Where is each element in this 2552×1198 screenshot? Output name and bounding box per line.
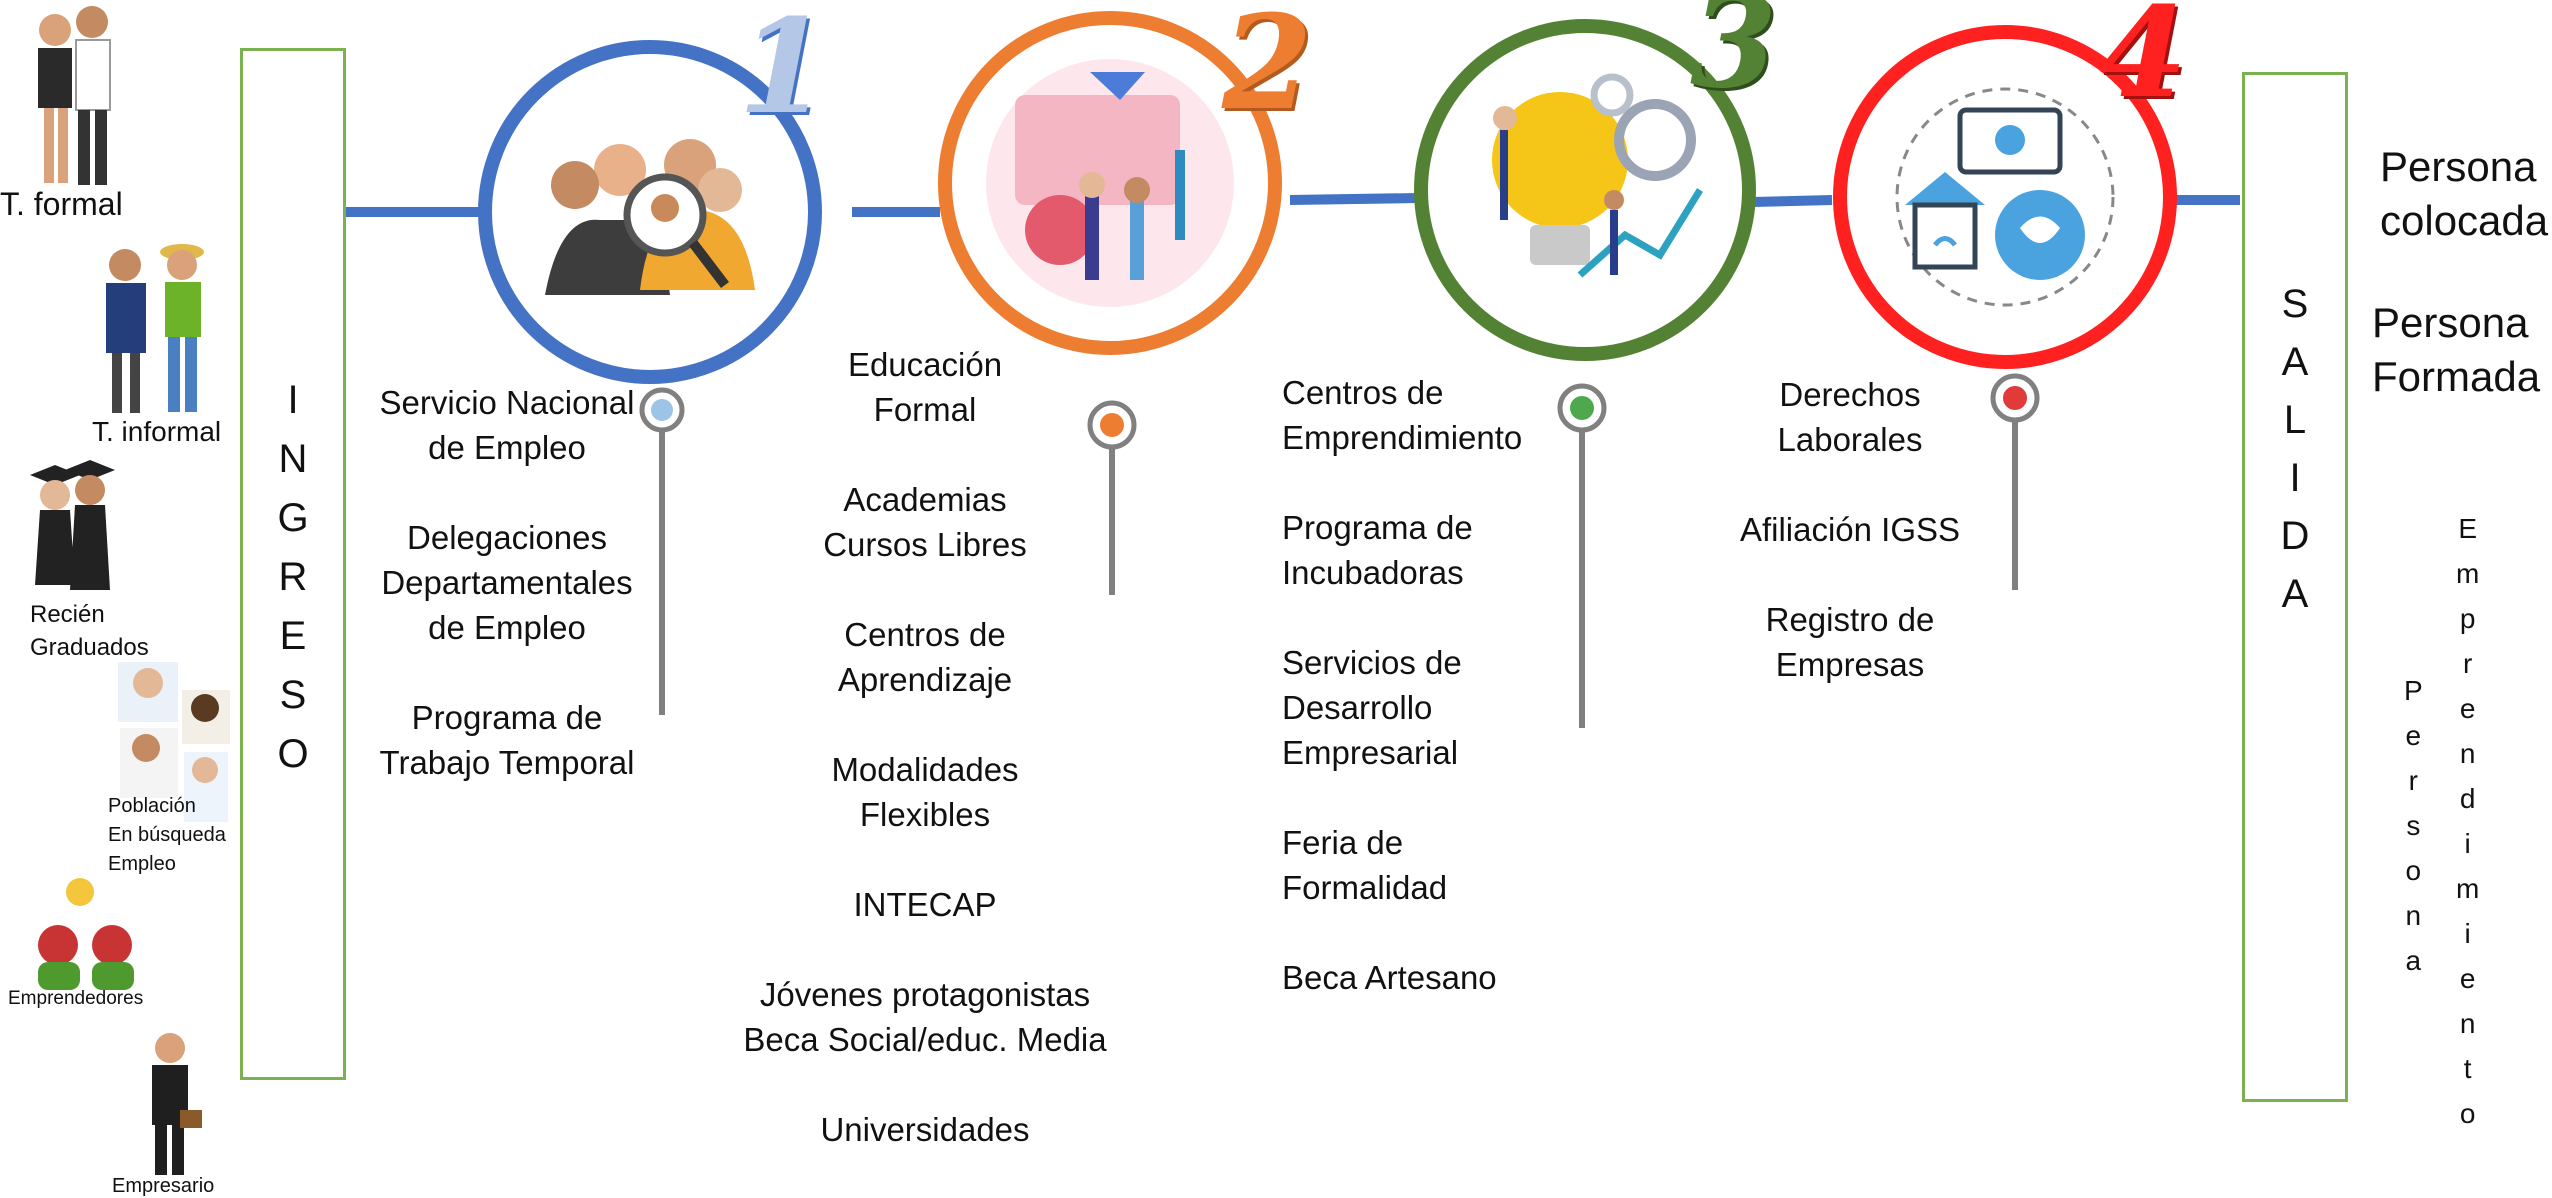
stage4-item: Derechos Laborales: [1777, 376, 1923, 458]
salida-box: S A L I D A: [2242, 72, 2348, 1102]
salida-letter: I: [2289, 456, 2301, 500]
ingreso-letter: R: [278, 555, 308, 599]
salida-letter: L: [2283, 398, 2307, 442]
graduates-icon: [30, 460, 115, 590]
person-label-businessman: Empresario: [112, 1175, 215, 1197]
stage3-item: Feria de Formalidad: [1282, 824, 1448, 906]
emprendimiento-letter: o: [2459, 1098, 2476, 1129]
emprendimiento-letter: i: [2464, 828, 2471, 859]
persona-letter: o: [2405, 855, 2422, 886]
outcome-emprendimiento-vertical: E m p r e n d i m i e n t o: [2456, 506, 2479, 1136]
stage2-item: Centros de Aprendizaje: [837, 616, 1013, 698]
businessman-icon: [152, 1033, 202, 1175]
salida-letter: A: [2281, 572, 2309, 616]
labor-rights-icon: [1895, 87, 2115, 307]
stage2-number: 2: [1222, 0, 1313, 139]
persona-letter: e: [2405, 720, 2422, 751]
ingreso-box: I N G R E S O: [240, 48, 346, 1080]
person-label-informal: T. informal: [92, 416, 222, 447]
salida-letter: S: [2281, 282, 2309, 326]
recruitment-icon: [545, 139, 755, 295]
outcome-persona-formada: Persona Formada: [2372, 299, 2541, 400]
connector-stage2-stage3: [1289, 193, 1419, 205]
stage2-item: Educación Formal: [847, 346, 1003, 428]
emprendimiento-letter: m: [2456, 873, 2480, 904]
emprendimiento-letter: r: [2463, 648, 2473, 679]
emprendimiento-letter: n: [2459, 1008, 2476, 1039]
stage3-number: 3: [1690, 0, 1777, 116]
stage2-item: Jóvenes protagonistas Beca Social/educ. …: [743, 976, 1107, 1058]
stage1-items: Servicio Nacional de Empleo Delegaciones…: [362, 380, 652, 830]
stage2-item: Universidades: [820, 1111, 1030, 1148]
ingreso-letter: O: [277, 732, 309, 776]
formal-workers-icon: [38, 6, 111, 185]
stage2-items: Educación Formal Academias Cursos Libres…: [730, 342, 1120, 1197]
persona-letter: P: [2404, 675, 2423, 706]
salida-letter: A: [2281, 340, 2309, 384]
stage2-item: Modalidades Flexibles: [831, 751, 1019, 833]
emprendimiento-letter: t: [2463, 1053, 2472, 1084]
stage1-item: Programa de Trabajo Temporal: [379, 699, 635, 781]
ingreso-letter: I: [287, 378, 299, 422]
emprendimiento-letter: m: [2456, 558, 2480, 589]
emprendimiento-letter: e: [2459, 963, 2476, 994]
stage1-item: Servicio Nacional de Empleo: [379, 384, 635, 466]
ingreso-letter: S: [279, 673, 307, 717]
stage2-item: INTECAP: [853, 886, 997, 923]
person-label-entrepreneurs: Emprendedores: [8, 988, 144, 1009]
persona-letter: n: [2405, 900, 2422, 931]
stage3-items: Centros de Emprendimiento Programa de In…: [1282, 370, 1582, 1045]
job-seekers-icon: [118, 662, 230, 822]
stage2-item: Academias Cursos Libres: [823, 481, 1027, 563]
outcome-persona-vertical: P e r s o n a: [2404, 668, 2423, 983]
stage4-number: 4: [2100, 0, 2187, 126]
entrepreneurs-icon: [18, 875, 143, 990]
emprendimiento-letter: E: [2458, 513, 2477, 544]
ingreso-letter: G: [277, 496, 309, 540]
persona-letter: r: [2408, 765, 2418, 796]
informal-workers-icon: [106, 244, 204, 413]
person-label-formal: T. formal: [0, 186, 123, 222]
stage3-item: Programa de Incubadoras: [1282, 509, 1473, 591]
ingreso-letter: N: [278, 437, 308, 481]
ingreso-letter: E: [279, 614, 307, 658]
persona-letter: a: [2405, 945, 2422, 976]
stage1-item: Delegaciones Departamentales de Empleo: [381, 519, 633, 646]
stage3-item: Servicios de Desarrollo Empresarial: [1282, 644, 1462, 771]
stage4-item: Registro de Empresas: [1765, 601, 1935, 683]
education-icon: [1015, 72, 1185, 280]
salida-letter: D: [2280, 514, 2310, 558]
emprendimiento-letter: d: [2459, 783, 2476, 814]
stage3-item: Centros de Emprendimiento: [1282, 374, 1523, 456]
emprendimiento-letter: i: [2464, 918, 2471, 949]
stage4-item: Afiliación IGSS: [1739, 511, 1961, 548]
connector-stage3-stage4: [1751, 195, 1833, 207]
emprendimiento-letter: n: [2459, 738, 2476, 769]
emprendimiento-letter: p: [2459, 603, 2476, 634]
stage4-ring: [1833, 25, 2177, 369]
persona-letter: s: [2406, 810, 2421, 841]
stage4-items: Derechos Laborales Afiliación IGSS Regis…: [1720, 372, 1980, 732]
person-label-job-seekers: Población En búsqueda Empleo: [108, 795, 226, 875]
entrepreneurship-lightbulb-icon: [1492, 73, 1703, 278]
person-label-graduates: Recién Graduados: [30, 601, 149, 661]
outcome-persona-colocada: Persona colocada: [2380, 143, 2549, 244]
stage1-number: 1: [738, 0, 829, 143]
stage3-item: Beca Artesano: [1282, 959, 1497, 996]
emprendimiento-letter: e: [2459, 693, 2476, 724]
